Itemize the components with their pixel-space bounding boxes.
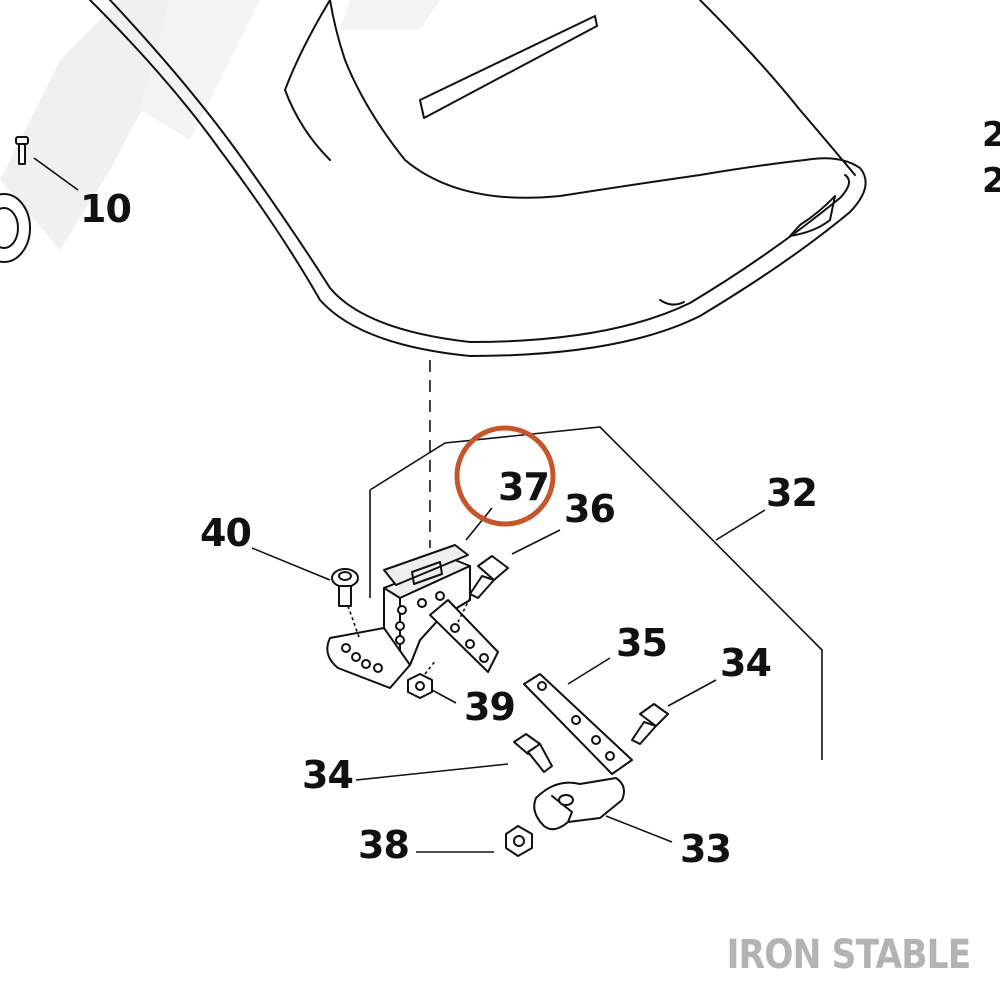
- nut-38-icon: [505, 825, 533, 857]
- callout-34-right: 34: [720, 641, 771, 685]
- callout-40: 40: [200, 511, 251, 555]
- callout-34-left: 34: [302, 753, 353, 797]
- callout-33: 33: [680, 827, 731, 871]
- leader-37: [465, 507, 493, 541]
- leader-32: [715, 509, 766, 541]
- callout-cut-top: 2: [982, 115, 1000, 155]
- leader-34-right: [667, 679, 717, 707]
- leader-35: [567, 657, 611, 685]
- callout-39: 39: [464, 685, 515, 729]
- bolt-34-left-icon: [513, 733, 553, 773]
- callout-10: 10: [80, 187, 131, 231]
- group-bracket-32: [369, 426, 823, 760]
- callout-cut-bottom: 2: [982, 161, 1000, 201]
- leader-40: [251, 547, 331, 581]
- callout-36: 36: [564, 487, 615, 531]
- callout-32: 32: [766, 471, 817, 515]
- leader-39: [431, 689, 457, 704]
- background-watermark-shape: [0, 0, 440, 250]
- leader-34-left: [355, 763, 509, 781]
- mounting-plate-icon: [429, 599, 499, 673]
- bolt-34-right-icon: [631, 703, 669, 745]
- strap-35-icon: [523, 673, 633, 775]
- leader-10: [33, 157, 79, 191]
- nut-39-icon: [407, 673, 433, 699]
- leader-39-shaft: [424, 659, 437, 675]
- seat-icon: [89, 0, 867, 357]
- leader-33: [605, 815, 673, 843]
- leader-36-shaft: [457, 597, 471, 623]
- callout-35: 35: [616, 621, 667, 665]
- bolt-40-icon: [331, 568, 359, 607]
- clamp-33-icon: [533, 777, 625, 831]
- callout-38: 38: [358, 823, 409, 867]
- screw-10-icon: [15, 136, 29, 165]
- leader-36: [511, 529, 561, 555]
- partial-part-left-edge: [0, 193, 31, 263]
- leader-40-shaft: [347, 605, 361, 641]
- bolt-36-icon: [469, 555, 509, 599]
- highlight-circle-37: [454, 425, 556, 527]
- callout-37: 37: [498, 465, 549, 509]
- watermark-text: IRON STABLE: [726, 932, 971, 978]
